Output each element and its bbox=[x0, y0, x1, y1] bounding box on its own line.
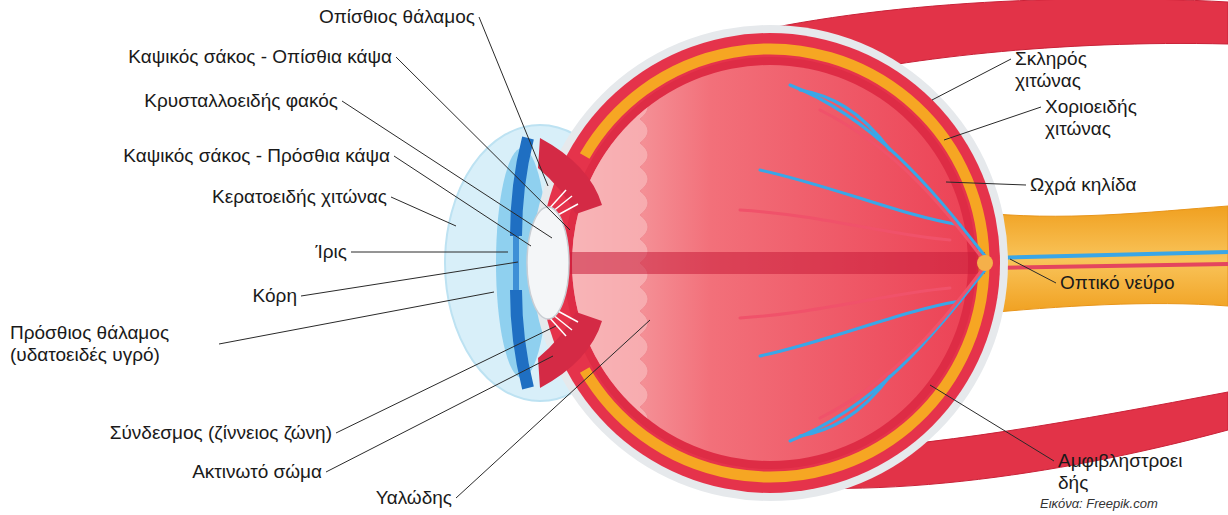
iris bbox=[516, 290, 528, 388]
sclera-outer bbox=[532, 25, 1008, 501]
part-label: Πρόσθιος θάλαμος (υδατοειδές υγρό) bbox=[10, 322, 215, 366]
part-label: Αμφιβληστροειδής bbox=[1058, 450, 1186, 494]
leader-line bbox=[932, 59, 1011, 100]
part-label: Χοριοειδής χιτώνας bbox=[1045, 96, 1157, 140]
leader-line bbox=[342, 101, 552, 238]
leader-line bbox=[944, 107, 1041, 140]
part-label: Καψικός σάκος - Οπίσθια κάψα bbox=[128, 46, 392, 68]
part-label: Οπτικό νεύρο bbox=[1060, 272, 1174, 294]
part-label: Ίρις bbox=[316, 241, 347, 263]
part-label: Σκληρός χιτώνας bbox=[1015, 48, 1115, 92]
leader-line bbox=[336, 326, 556, 433]
leader-line bbox=[930, 385, 1054, 461]
part-label: Ακτινωτό σώμα bbox=[192, 461, 322, 483]
part-label: Κόρη bbox=[253, 285, 297, 307]
central-band bbox=[570, 252, 985, 274]
image-credit: Εικόνα: Freepik.com bbox=[1040, 496, 1158, 512]
lens bbox=[527, 207, 569, 319]
leader-line bbox=[394, 156, 531, 246]
optic-nerve bbox=[975, 206, 1228, 314]
part-label: Καψικός σάκος - Πρόσθια κάψα bbox=[123, 145, 390, 167]
leader-line bbox=[396, 57, 570, 230]
nerve-vein bbox=[990, 252, 1228, 258]
leader-line bbox=[946, 182, 1026, 185]
part-label: Υαλώδης bbox=[376, 487, 452, 509]
leader-line bbox=[326, 356, 553, 472]
leader-line bbox=[351, 252, 508, 253]
leader-line bbox=[456, 320, 650, 498]
ciliary-body bbox=[538, 312, 602, 388]
part-label: Κερατοειδής χιτώνας bbox=[212, 186, 387, 208]
part-label: Ωχρά κηλίδα bbox=[1030, 174, 1137, 196]
part-label: Σύνδεσμος (ζίννειος ζώνη) bbox=[110, 422, 332, 444]
optic-disc bbox=[977, 255, 993, 271]
leader-line bbox=[479, 17, 548, 186]
ciliary-body bbox=[538, 138, 602, 214]
part-label: Οπίσθιος θάλαμος bbox=[319, 6, 475, 28]
part-label: Κρυσταλλοειδής φακός bbox=[144, 90, 338, 112]
leader-line bbox=[301, 262, 518, 296]
leader-line bbox=[391, 197, 456, 226]
sclera bbox=[540, 33, 1000, 493]
leader-line bbox=[1010, 259, 1056, 283]
